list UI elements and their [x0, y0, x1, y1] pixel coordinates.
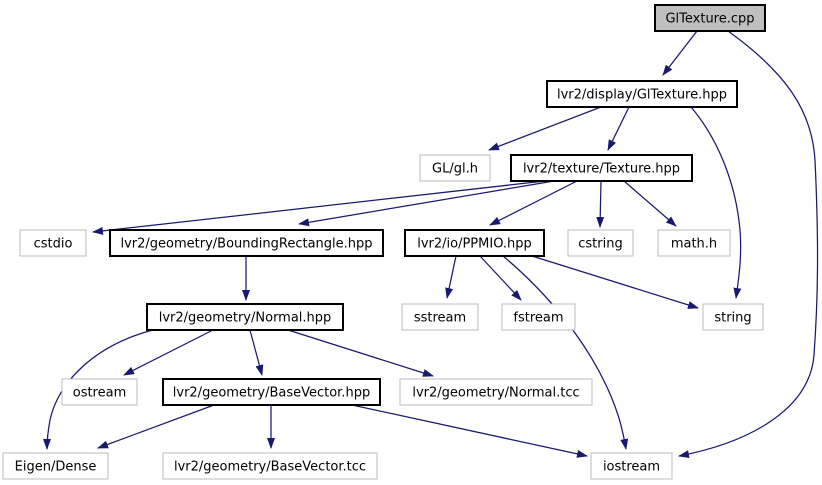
node-label-display-gltexture-hpp: lvr2/display/GlTexture.hpp: [557, 88, 727, 103]
node-label-ostream: ostream: [73, 386, 127, 401]
node-string[interactable]: string: [702, 303, 764, 331]
node-box-string[interactable]: [702, 303, 764, 331]
edges-layer: [43, 30, 819, 459]
node-box-gl-gl-h[interactable]: [419, 154, 491, 182]
edge-ppmio-hpp-to-fstream: [479, 255, 522, 301]
node-box-basevector-hpp[interactable]: [162, 378, 381, 406]
edge-normal-hpp-to-ostream: [123, 329, 214, 376]
node-normal-hpp[interactable]: lvr2/geometry/Normal.hpp: [146, 303, 344, 331]
edge-texture-texture-hpp-to-bounding-rectangle-hpp: [298, 180, 555, 227]
node-ostream[interactable]: ostream: [61, 378, 138, 406]
node-label-normal-hpp: lvr2/geometry/Normal.hpp: [159, 311, 332, 326]
node-sstream[interactable]: sstream: [401, 303, 479, 331]
node-label-sstream: sstream: [414, 311, 466, 326]
edge-display-gltexture-hpp-to-string: [690, 106, 742, 299]
node-label-ppmio-hpp: lvr2/io/PPMIO.hpp: [417, 237, 532, 252]
node-box-math-h[interactable]: [657, 229, 731, 257]
node-box-cstdio[interactable]: [19, 229, 87, 257]
node-box-normal-tcc[interactable]: [399, 378, 593, 406]
node-gltexture-cpp[interactable]: GlTexture.cpp: [654, 4, 766, 32]
node-eigen-dense[interactable]: Eigen/Dense: [2, 452, 109, 480]
node-box-gltexture-cpp[interactable]: [654, 4, 766, 32]
node-box-iostream[interactable]: [590, 452, 673, 480]
node-label-cstring: cstring: [578, 237, 622, 252]
node-math-h[interactable]: math.h: [657, 229, 731, 257]
node-ppmio-hpp[interactable]: lvr2/io/PPMIO.hpp: [404, 229, 545, 257]
node-bounding-rectangle-hpp[interactable]: lvr2/geometry/BoundingRectangle.hpp: [109, 229, 384, 257]
edge-basevector-hpp-to-iostream: [351, 404, 588, 458]
node-fstream[interactable]: fstream: [501, 303, 576, 331]
edge-display-gltexture-hpp-to-gl-gl-h: [488, 106, 602, 151]
node-label-fstream: fstream: [513, 311, 563, 326]
edge-normal-hpp-to-eigen-dense: [43, 329, 154, 450]
node-normal-tcc[interactable]: lvr2/geometry/Normal.tcc: [399, 378, 593, 406]
node-texture-texture-hpp[interactable]: lvr2/texture/Texture.hpp: [510, 154, 693, 182]
node-box-basevector-tcc[interactable]: [162, 452, 378, 480]
nodes-layer: GlTexture.cpp lvr2/display/GlTexture.hppG…: [2, 4, 766, 480]
node-label-eigen-dense: Eigen/Dense: [15, 460, 97, 475]
node-box-texture-texture-hpp[interactable]: [510, 154, 693, 182]
edge-texture-texture-hpp-to-ppmio-hpp: [489, 180, 578, 226]
node-box-bounding-rectangle-hpp[interactable]: [109, 229, 384, 257]
edge-ppmio-hpp-to-iostream: [502, 255, 629, 450]
edge-texture-texture-hpp-to-cstdio: [92, 180, 546, 235]
node-label-math-h: math.h: [671, 237, 717, 252]
node-cstring[interactable]: cstring: [567, 229, 634, 257]
node-gl-gl-h[interactable]: GL/gl.h: [419, 154, 491, 182]
node-box-sstream[interactable]: [401, 303, 479, 331]
node-box-fstream[interactable]: [501, 303, 576, 331]
node-label-string: string: [714, 311, 751, 326]
node-box-ppmio-hpp[interactable]: [404, 229, 545, 257]
node-basevector-tcc[interactable]: lvr2/geometry/BaseVector.tcc: [162, 452, 378, 480]
edge-gltexture-cpp-to-iostream: [678, 30, 819, 459]
node-label-gltexture-cpp: GlTexture.cpp: [665, 12, 754, 27]
node-label-basevector-hpp: lvr2/geometry/BaseVector.hpp: [173, 386, 370, 401]
edge-texture-texture-hpp-to-math-h: [623, 180, 677, 227]
edge-normal-hpp-to-basevector-hpp: [249, 329, 264, 376]
node-label-normal-tcc: lvr2/geometry/Normal.tcc: [412, 386, 579, 401]
node-label-texture-texture-hpp: lvr2/texture/Texture.hpp: [523, 162, 680, 177]
edge-normal-hpp-to-normal-tcc: [287, 329, 434, 377]
edge-texture-texture-hpp-to-cstring: [596, 180, 605, 228]
node-box-ostream[interactable]: [61, 378, 138, 406]
node-label-basevector-tcc: lvr2/geometry/BaseVector.tcc: [174, 460, 366, 475]
node-label-cstdio: cstdio: [34, 237, 73, 252]
node-label-bounding-rectangle-hpp: lvr2/geometry/BoundingRectangle.hpp: [120, 237, 372, 252]
node-box-display-gltexture-hpp[interactable]: [546, 80, 738, 108]
node-box-eigen-dense[interactable]: [2, 452, 109, 480]
node-label-iostream: iostream: [603, 460, 660, 475]
edge-ppmio-hpp-to-sstream: [445, 255, 457, 299]
node-basevector-hpp[interactable]: lvr2/geometry/BaseVector.hpp: [162, 378, 381, 406]
node-iostream[interactable]: iostream: [590, 452, 673, 480]
node-label-gl-gl-h: GL/gl.h: [432, 162, 478, 177]
edge-gltexture-cpp-to-display-gltexture-hpp: [662, 30, 698, 76]
edge-ppmio-hpp-to-string: [531, 255, 699, 309]
node-display-gltexture-hpp[interactable]: lvr2/display/GlTexture.hpp: [546, 80, 738, 108]
edge-basevector-hpp-to-eigen-dense: [97, 404, 215, 449]
edge-display-gltexture-hpp-to-texture-texture-hpp: [607, 106, 630, 151]
node-box-normal-hpp[interactable]: [146, 303, 344, 331]
node-cstdio[interactable]: cstdio: [19, 229, 87, 257]
node-box-cstring[interactable]: [567, 229, 634, 257]
